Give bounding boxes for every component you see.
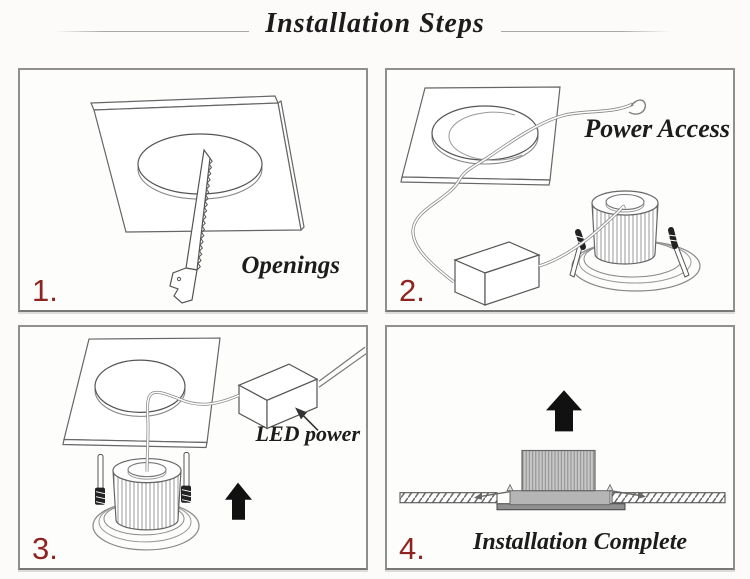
step1-number: 1. [32, 273, 58, 308]
step2-number: 2. [399, 273, 425, 308]
step2-wiring-illustration [400, 86, 701, 306]
step3-panel-led-power: LED power 3. [18, 325, 368, 570]
installed-downlight [474, 449, 646, 511]
saw-icon [169, 148, 213, 304]
cutout-hole [94, 359, 186, 417]
step1-caption: Openings [241, 252, 340, 279]
step3-number: 3. [32, 531, 58, 566]
spring-clip-left [95, 454, 106, 505]
pointer-arrow [295, 407, 319, 431]
step3-insert-light-illustration [62, 337, 366, 551]
spring-clip-right [181, 452, 192, 503]
driver-box [237, 363, 319, 430]
step4-number: 4. [399, 531, 425, 566]
mains-wires [318, 346, 366, 388]
power-wire [411, 99, 646, 284]
step2-panel-power-access: Power Access 2. [385, 68, 735, 312]
step4-panel-complete: Installation Complete 4. [385, 325, 735, 570]
step1-cutting-hole-illustration [90, 95, 305, 304]
spring-clip-right [667, 227, 690, 278]
step4-caption: Installation Complete [472, 529, 688, 555]
page-header: Installation Steps [0, 0, 750, 60]
push-up-arrow-icon [225, 482, 252, 520]
step3-caption: LED power [255, 421, 361, 446]
step2-caption: Power Access [584, 114, 730, 143]
step1-panel-openings: Openings 1. [18, 68, 368, 312]
led-wire [145, 390, 240, 472]
ceiling-cross-section [399, 492, 726, 504]
push-up-arrow-icon [546, 390, 582, 432]
cutout-hole [137, 133, 263, 200]
downlight-heatsink [591, 190, 659, 265]
driver-box [453, 241, 541, 306]
step4-cross-section-illustration [399, 390, 726, 511]
page-title: Installation Steps [0, 8, 750, 40]
